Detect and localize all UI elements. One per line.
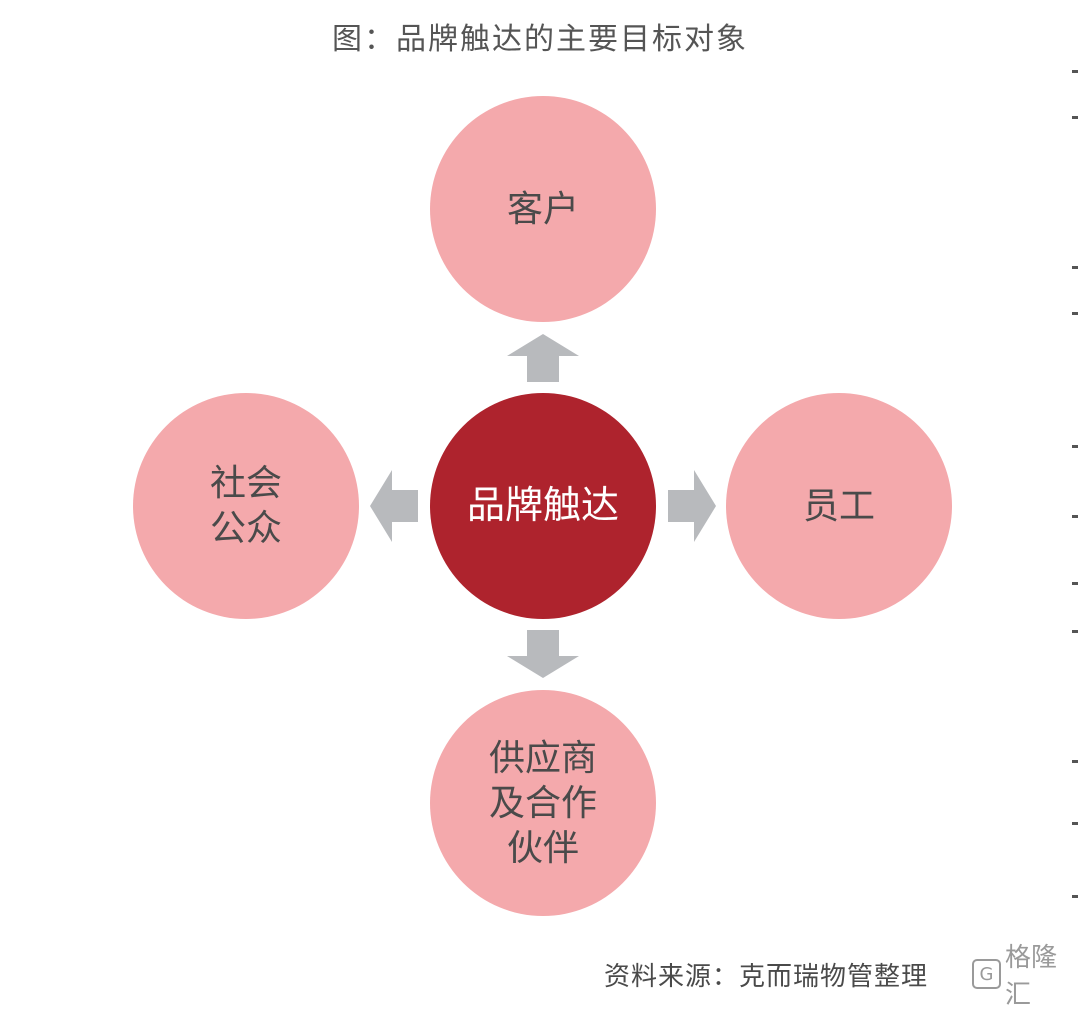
right-edge-fragments — [1072, 60, 1080, 960]
node-customer: 客户 — [430, 96, 656, 322]
watermark-logo: G 格隆汇 — [972, 943, 1080, 1010]
arrow-right-icon — [668, 470, 716, 542]
g-logo-icon: G — [972, 959, 1001, 989]
node-brand-reach: 品牌触达 — [430, 393, 656, 619]
diagram-title: 图：品牌触达的主要目标对象 — [332, 22, 748, 57]
arrow-up-icon — [507, 334, 579, 382]
arrow-down-icon — [507, 630, 579, 678]
node-employee: 员工 — [726, 393, 952, 619]
arrow-left-icon — [370, 470, 418, 542]
node-employee-label: 员工 — [802, 485, 875, 527]
watermark-text: 格隆汇 — [1005, 943, 1058, 1010]
source-note: 资料来源：克而瑞物管整理 — [604, 962, 929, 992]
node-brand-reach-label: 品牌触达 — [466, 483, 619, 528]
node-supplier: 供应商 及合作 伙伴 — [430, 690, 656, 916]
node-supplier-label: 供应商 及合作 伙伴 — [488, 737, 597, 869]
node-customer-label: 客户 — [506, 188, 579, 230]
node-public: 社会 公众 — [133, 393, 359, 619]
node-public-label: 社会 公众 — [209, 463, 282, 549]
